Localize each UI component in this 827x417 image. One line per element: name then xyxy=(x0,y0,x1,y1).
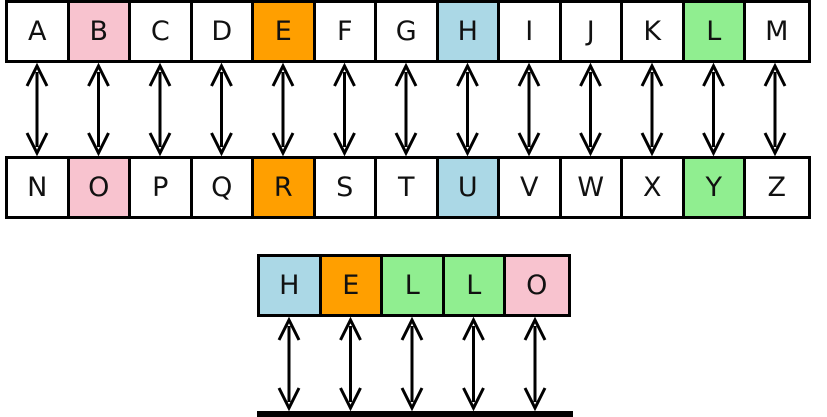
double-arrow-icon xyxy=(25,62,49,157)
bottom-cell-q: Q xyxy=(192,159,254,216)
double-arrow-icon xyxy=(517,62,541,157)
double-arrow-icon xyxy=(456,62,479,157)
bottom-cell-n: N xyxy=(8,159,70,216)
top-cell-f: F xyxy=(315,3,377,60)
bottom-cell-x: X xyxy=(623,159,685,216)
bottom-cell-p: P xyxy=(131,159,193,216)
double-arrow-icon xyxy=(702,62,725,157)
double-arrow-icon xyxy=(271,62,295,157)
top-cell-k: K xyxy=(623,3,685,60)
top-cell-a: A xyxy=(8,3,70,60)
double-arrow-icon xyxy=(523,316,547,412)
bottom-cell-s: S xyxy=(315,159,377,216)
word-cell-e-1: E xyxy=(321,257,383,314)
double-arrow-icon xyxy=(210,62,233,157)
word-cell-o-4: O xyxy=(506,257,568,314)
ciphertext-row-edge xyxy=(257,411,573,417)
double-arrow-icon xyxy=(333,62,356,157)
double-arrow-icon xyxy=(277,316,301,412)
bottom-cell-z: Z xyxy=(746,159,808,216)
bottom-cell-r: R xyxy=(254,159,316,216)
top-cell-g: G xyxy=(377,3,439,60)
bottom-cell-t: T xyxy=(377,159,439,216)
word-cell-h-0: H xyxy=(260,257,322,314)
top-cell-d: D xyxy=(192,3,254,60)
top-cell-b: B xyxy=(69,3,131,60)
double-arrow-icon xyxy=(148,62,172,157)
bottom-cell-w: W xyxy=(561,159,623,216)
bottom-cell-u: U xyxy=(438,159,500,216)
double-arrow-icon xyxy=(87,62,110,157)
top-cell-l: L xyxy=(684,3,746,60)
top-cell-m: M xyxy=(746,3,808,60)
double-arrow-icon xyxy=(763,62,787,157)
double-arrow-icon xyxy=(462,316,485,412)
top-cell-j: J xyxy=(561,3,623,60)
word-cell-l-3: L xyxy=(444,257,506,314)
double-arrow-icon xyxy=(579,62,602,157)
top-cell-c: C xyxy=(131,3,193,60)
top-cell-h: H xyxy=(438,3,500,60)
bottom-cell-y: Y xyxy=(684,159,746,216)
word-cell-l-2: L xyxy=(383,257,445,314)
top-cell-i: I xyxy=(500,3,562,60)
bottom-cell-v: V xyxy=(500,159,562,216)
arrows-top-to-bottom xyxy=(25,62,787,157)
double-arrow-icon xyxy=(400,316,424,412)
double-arrow-icon xyxy=(640,62,664,157)
bottom-cell-o: O xyxy=(69,159,131,216)
top-cell-e: E xyxy=(254,3,316,60)
double-arrow-icon xyxy=(339,316,362,412)
double-arrow-icon xyxy=(394,62,418,157)
